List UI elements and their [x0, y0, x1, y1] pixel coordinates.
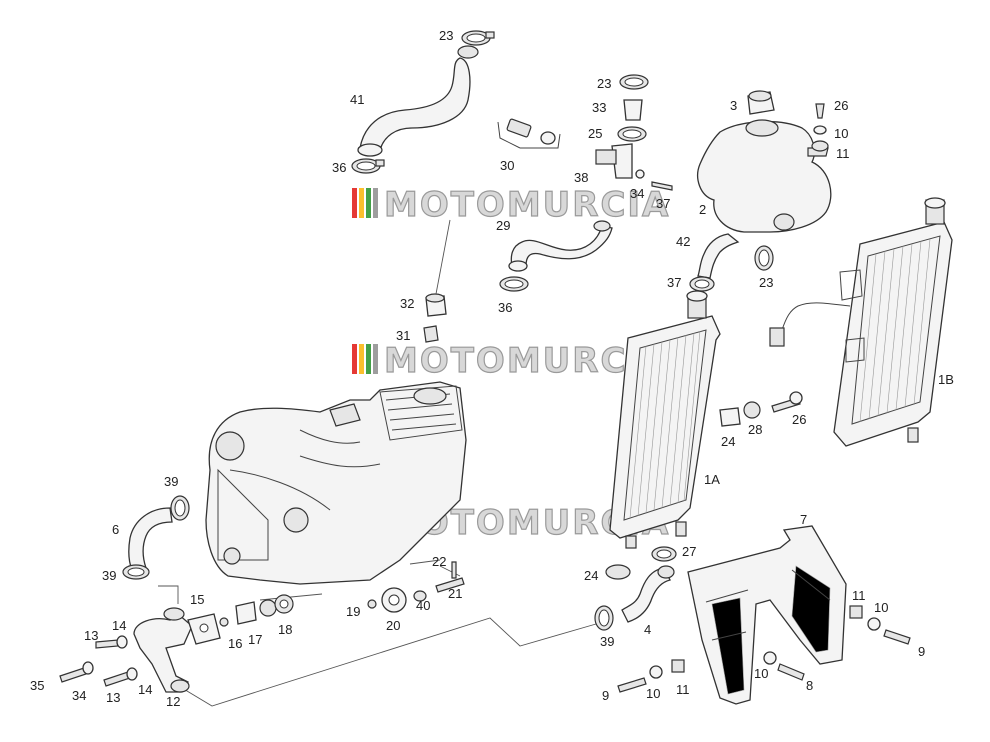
label-29: 29: [496, 218, 510, 233]
watermark-text-top: MOTOMURCIA: [384, 185, 670, 225]
label-28: 28: [748, 422, 762, 437]
label-35: 35: [30, 678, 44, 693]
temperature-sensor-30: [497, 118, 561, 149]
label-39: 39: [600, 634, 614, 649]
label-39: 39: [164, 474, 178, 489]
label-27: 27: [682, 544, 696, 559]
label-32: 32: [400, 296, 414, 311]
label-23: 23: [597, 76, 611, 91]
label-24: 24: [721, 434, 735, 449]
label-34: 34: [72, 688, 86, 703]
label-13: 13: [106, 690, 120, 705]
bolts-washers-13-14-34-35: [59, 635, 138, 687]
label-23: 23: [759, 275, 773, 290]
expansion-tank-2: [697, 119, 832, 233]
label-23: 23: [439, 28, 453, 43]
radiator-1A: [609, 290, 721, 549]
label-42: 42: [676, 234, 690, 249]
label-14: 14: [112, 618, 126, 633]
label-11: 11: [852, 588, 866, 603]
label-4: 4: [644, 622, 651, 637]
hose-clamp-23-top: [461, 30, 495, 46]
label-21: 21: [448, 586, 462, 601]
label-36: 36: [332, 160, 346, 175]
tank-cap-3: [747, 90, 775, 115]
upper-hose-41: [357, 45, 479, 157]
hose-clamp-37: [689, 276, 715, 292]
hose-clamp-36-middle: [499, 276, 529, 292]
watermark-text-middle: MOTOMURCIA: [384, 341, 670, 381]
label-9: 9: [918, 644, 925, 659]
label-37: 37: [656, 196, 670, 211]
label-9: 9: [602, 688, 609, 703]
hose-clamp-23-right: [754, 245, 774, 271]
label-14: 14: [138, 682, 152, 697]
label-3: 3: [730, 98, 737, 113]
gasket-15: [187, 613, 221, 645]
hose-42: [697, 233, 740, 279]
label-11: 11: [836, 146, 850, 161]
mount-rubber-24-28-bolt-26: [719, 391, 803, 427]
label-17: 17: [248, 632, 262, 647]
hose-4: [621, 565, 675, 623]
watermark-middle: MOTOMURCIA: [352, 340, 670, 382]
label-10: 10: [754, 666, 768, 681]
label-26: 26: [834, 98, 848, 113]
label-24: 24: [584, 568, 598, 583]
label-19: 19: [346, 604, 360, 619]
hose-clamp-27: [651, 546, 677, 562]
label-16: 16: [228, 636, 242, 651]
label-1A: 1A: [704, 472, 720, 487]
cover-fasteners-8-9-10-11: [617, 605, 911, 693]
watermark-top: MOTOMURCIA: [352, 184, 670, 226]
label-11: 11: [676, 682, 690, 697]
hose-clamp-39-upper: [170, 495, 190, 521]
label-38: 38: [574, 170, 588, 185]
thermostat-tee-assembly: [595, 74, 673, 191]
radiator-cover-7: [687, 525, 847, 705]
label-37: 37: [667, 275, 681, 290]
hose-29: [508, 220, 613, 272]
label-20: 20: [386, 618, 400, 633]
label-33: 33: [592, 100, 606, 115]
label-22: 22: [432, 554, 446, 569]
label-10: 10: [874, 600, 888, 615]
mount-rubber-24-lower: [605, 564, 631, 580]
label-39: 39: [102, 568, 116, 583]
label-10: 10: [834, 126, 848, 141]
label-8: 8: [806, 678, 813, 693]
label-2: 2: [699, 202, 706, 217]
label-30: 30: [500, 158, 514, 173]
label-13: 13: [84, 628, 98, 643]
label-7: 7: [800, 512, 807, 527]
label-18: 18: [278, 622, 292, 637]
label-12: 12: [166, 694, 180, 709]
label-41: 41: [350, 92, 364, 107]
label-36: 36: [498, 300, 512, 315]
part-number-labels: 23 41 36 30 23 33 25 38 34 37 29 36 3 26…: [30, 28, 954, 709]
water-pump-elbow-12: [133, 607, 193, 693]
hose-clamp-39-lower: [122, 564, 150, 580]
thermostat-32-31: [423, 293, 447, 343]
label-26: 26: [792, 412, 806, 427]
label-15: 15: [190, 592, 204, 607]
hose-clamp-36-left: [351, 158, 385, 174]
label-34: 34: [630, 186, 644, 201]
screw-washers-26-10-11: [811, 103, 829, 152]
radiator-1B: [769, 197, 953, 447]
hose-clamp-39-right: [594, 605, 614, 631]
engine-block: [205, 381, 467, 585]
label-1B: 1B: [938, 372, 954, 387]
gear-20-shaft-21-pin-22: [367, 561, 465, 613]
label-6: 6: [112, 522, 119, 537]
hose-6: [128, 507, 173, 571]
label-31: 31: [396, 328, 410, 343]
label-10: 10: [646, 686, 660, 701]
label-40: 40: [416, 598, 430, 613]
impeller-17-seal-18-16: [219, 594, 294, 627]
label-25: 25: [588, 126, 602, 141]
